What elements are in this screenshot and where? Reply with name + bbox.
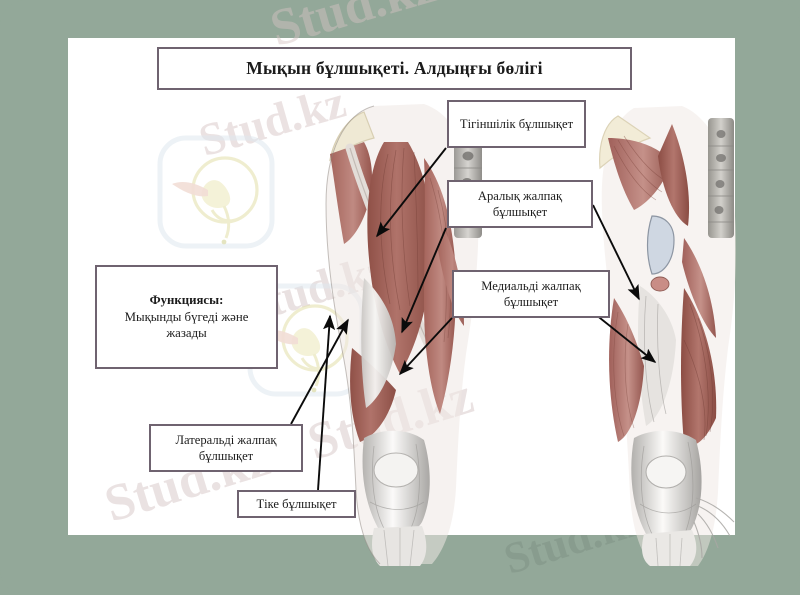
callout-vastus-lateralis-label: Латеральді жалпақ бұлшықет: [175, 432, 277, 463]
brand-logo-watermark-upper: [157, 135, 275, 249]
callout-sartorius-label: Тігіншілік бұлшықет: [459, 116, 574, 131]
function-box-content: Функциясы: Мықынды бүгеді және жазады: [97, 292, 276, 341]
callout-vastus-intermedius[interactable]: Аралық жалпақ бұлшықет: [447, 180, 593, 228]
callout-sartorius[interactable]: Тігіншілік бұлшықет: [447, 100, 586, 148]
function-box-heading: Функциясы:: [149, 293, 224, 308]
callout-rectus-femoris-label: Тіке бұлшықет: [256, 496, 337, 511]
callout-rectus-femoris[interactable]: Тіке бұлшықет: [237, 490, 356, 518]
callout-vastus-intermedius-label: Аралық жалпақ бұлшықет: [477, 188, 563, 219]
slide-title-box: Мықын бұлшықеті. Алдыңғы бөлігі: [157, 47, 632, 90]
anterior-thigh-deep-illustration: [599, 106, 736, 567]
page-title: Мықын бұлшықеті. Алдыңғы бөлігі: [246, 58, 543, 79]
callout-vastus-medialis-label: Медиальді жалпақ бұлшықет: [481, 278, 581, 309]
function-box: Функциясы: Мықынды бүгеді және жазады: [95, 265, 278, 369]
callout-vastus-lateralis[interactable]: Латеральді жалпақ бұлшықет: [149, 424, 303, 472]
callout-vastus-medialis[interactable]: Медиальді жалпақ бұлшықет: [452, 270, 610, 318]
function-box-text: Мықынды бүгеді және жазады: [124, 309, 249, 341]
